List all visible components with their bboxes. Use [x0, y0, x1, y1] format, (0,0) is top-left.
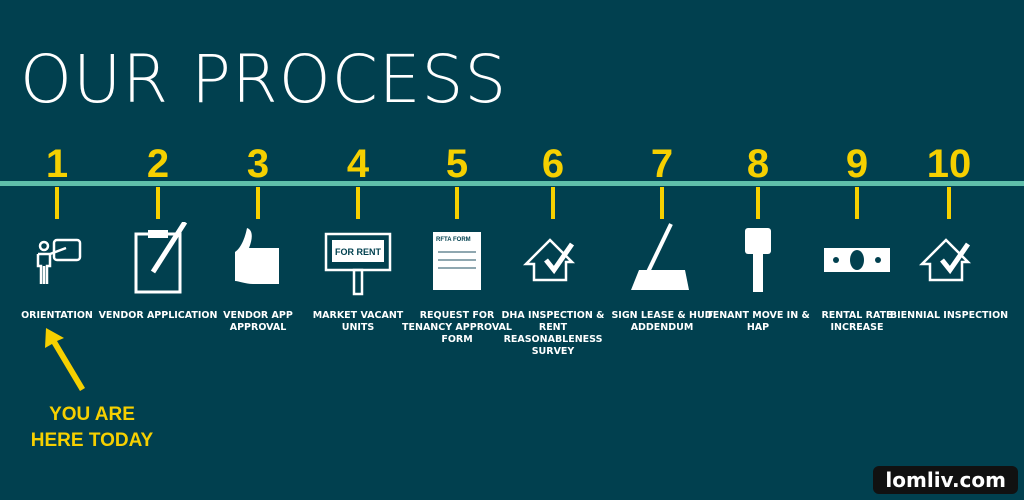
timeline-tick: [156, 187, 160, 219]
step-number: 5: [445, 142, 469, 186]
step-number: 10: [926, 142, 972, 186]
clipboard-pen-icon: [123, 220, 193, 298]
pen-paper-icon: [627, 222, 697, 298]
step-number: 6: [541, 142, 565, 186]
step-label: MARKET VACANT UNITS: [312, 310, 404, 333]
timeline-tick: [256, 187, 260, 219]
timeline-tick: [55, 187, 59, 219]
step-label: TENANT MOVE IN & HAP: [706, 310, 810, 333]
key-icon: [723, 222, 793, 298]
timeline-tick: [551, 187, 555, 219]
step-number: 9: [845, 142, 869, 186]
you-are-here-label: YOU ARE HERE TODAY: [30, 404, 154, 451]
step-number: 8: [746, 142, 770, 186]
page-title: OUR PROCESS: [20, 41, 508, 118]
step-label: REQUEST FOR TENANCY APPROVAL FORM: [402, 310, 512, 345]
timeline-tick: [455, 187, 459, 219]
timeline-tick: [756, 187, 760, 219]
timeline: [0, 181, 1024, 186]
sign-text: FOR RENT: [335, 247, 382, 257]
for-rent-sign-icon: FOR RENT: [323, 222, 393, 298]
step-label: VENDOR APPLICATION: [98, 310, 218, 321]
step-label: VENDOR APP APPROVAL: [223, 310, 293, 333]
timeline-tick: [356, 187, 360, 219]
step-number: 3: [246, 142, 270, 186]
step-number: 1: [45, 142, 69, 186]
money-icon: [822, 222, 892, 298]
step-label: BIENNIAL INSPECTION: [889, 310, 1009, 321]
step-label: DHA INSPECTION & RENT REASONABLENESS SUR…: [501, 310, 605, 357]
step-label: ORIENTATION: [21, 310, 93, 321]
timeline-tick: [947, 187, 951, 219]
thumbs-up-icon: [223, 222, 293, 298]
step-label: RENTAL RATE INCREASE: [821, 310, 893, 333]
step-number: 7: [650, 142, 674, 186]
house-check-icon: [914, 222, 984, 298]
house-check-icon: [518, 222, 588, 298]
watermark: lomliv.com: [873, 466, 1018, 494]
step-number: 4: [346, 142, 370, 186]
presenter-icon: [22, 222, 92, 298]
timeline-tick: [855, 187, 859, 219]
timeline-tick: [660, 187, 664, 219]
step-number: 2: [146, 142, 170, 186]
arrow-icon: [45, 328, 85, 391]
svg-text:RFTA FORM: RFTA FORM: [436, 237, 471, 243]
step-label: SIGN LEASE & HUD ADDENDUM: [611, 310, 713, 333]
form-icon: RFTA FORM: [422, 222, 492, 298]
